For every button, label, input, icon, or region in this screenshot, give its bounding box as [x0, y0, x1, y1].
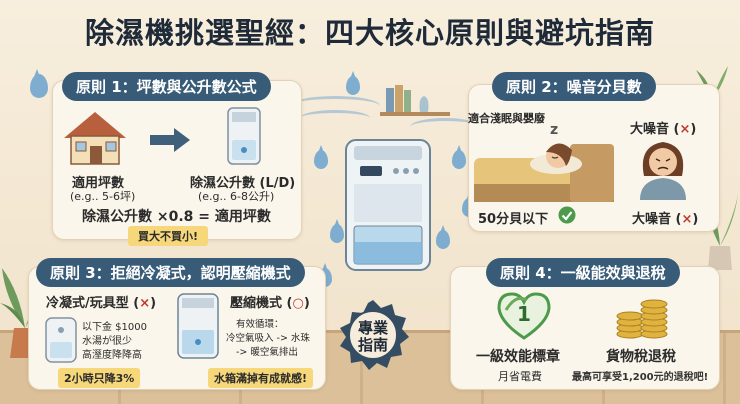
water-drop-icon: [314, 150, 328, 169]
db-label: 50分貝以下: [478, 212, 549, 227]
loud-label-bottom: 大噪音 (×): [632, 212, 699, 227]
tax-sub: 最高可享受1,200元的退稅吧!: [572, 372, 709, 383]
area-example: (e.g.. 5-6坪): [70, 190, 136, 203]
capacity-example: (e.g.. 6-8公升): [198, 190, 275, 203]
wind-icon: [410, 118, 480, 136]
condenser-line-3: 高溼度降降高: [82, 350, 142, 361]
area-label: 適用坪數: [72, 176, 125, 191]
dehumidifier-small-icon: [227, 107, 261, 165]
water-drop-icon: [346, 76, 360, 95]
sleep-label: 適合淺眠與嬰廢: [468, 112, 545, 125]
compressor-line-3: -> 暖空氣排出: [236, 347, 298, 358]
seal-text: 專業 指南: [357, 319, 388, 354]
compressor-line-2: 冷空氣吸入 -> 水珠: [226, 333, 310, 344]
energy-sub: 月省電費: [498, 370, 542, 383]
compressor-dehumidifier-icon: [177, 293, 219, 359]
house-icon: [64, 112, 126, 165]
principle-4-pill: 原則 4：一級能效與退稅: [486, 258, 680, 287]
energy-label-heart-icon: [497, 292, 551, 340]
annoyed-woman-icon: [640, 142, 686, 200]
check-icon: [558, 206, 576, 224]
compressor-badge: 水箱滿掉有成就感!: [208, 368, 314, 388]
capacity-label: 除濕公升數 (L/D): [190, 176, 296, 191]
formula-text: 除濕公升數 ×0.8 = 適用坪數: [82, 209, 271, 225]
principle-2-pill: 原則 2：噪音分貝數: [492, 72, 656, 101]
energy-grade-number: 1: [517, 302, 531, 326]
compressor-line-1: 有效循環：: [236, 319, 284, 330]
compressor-title: 壓縮機式 (○): [230, 296, 310, 311]
dehumidifier-main-icon: [345, 139, 431, 271]
zzz-label: z: [550, 122, 559, 138]
energy-title: 一級效能標章: [476, 349, 560, 365]
formula-badge: 買大不買小!: [128, 226, 209, 246]
mini-dehumidifier-icon: [45, 317, 77, 363]
coin-stack-icon: [616, 299, 668, 339]
wind-icon: [300, 110, 370, 126]
wind-icon: [290, 96, 380, 116]
water-drop-icon: [452, 150, 466, 169]
condenser-line-1: 以下金 $1000: [82, 322, 147, 333]
shelf-books-icon: [380, 85, 450, 116]
sleeping-woman-icon: [474, 143, 614, 202]
condenser-line-2: 水湯が很少: [82, 336, 132, 347]
seal-badge-icon: [340, 300, 409, 370]
condenser-title: 冷凝式/玩具型 (×): [46, 296, 157, 311]
principle-3-pill: 原則 3：拒絕冷凝式，認明壓縮機式: [36, 258, 305, 287]
water-drop-icon: [30, 74, 48, 98]
arrow-right-icon: [150, 128, 190, 152]
principle-1-pill: 原則 1：坪數與公升數公式: [62, 72, 271, 101]
loud-label-top: 大噪音 (×): [630, 122, 697, 137]
water-drop-icon: [436, 230, 450, 249]
water-drop-icon: [330, 224, 344, 243]
condenser-badge: 2小時只降3%: [58, 368, 141, 388]
page-title: 除濕機挑選聖經：四大核心原則與避坑指南: [84, 16, 655, 50]
tax-title: 貨物稅退稅: [606, 349, 676, 365]
